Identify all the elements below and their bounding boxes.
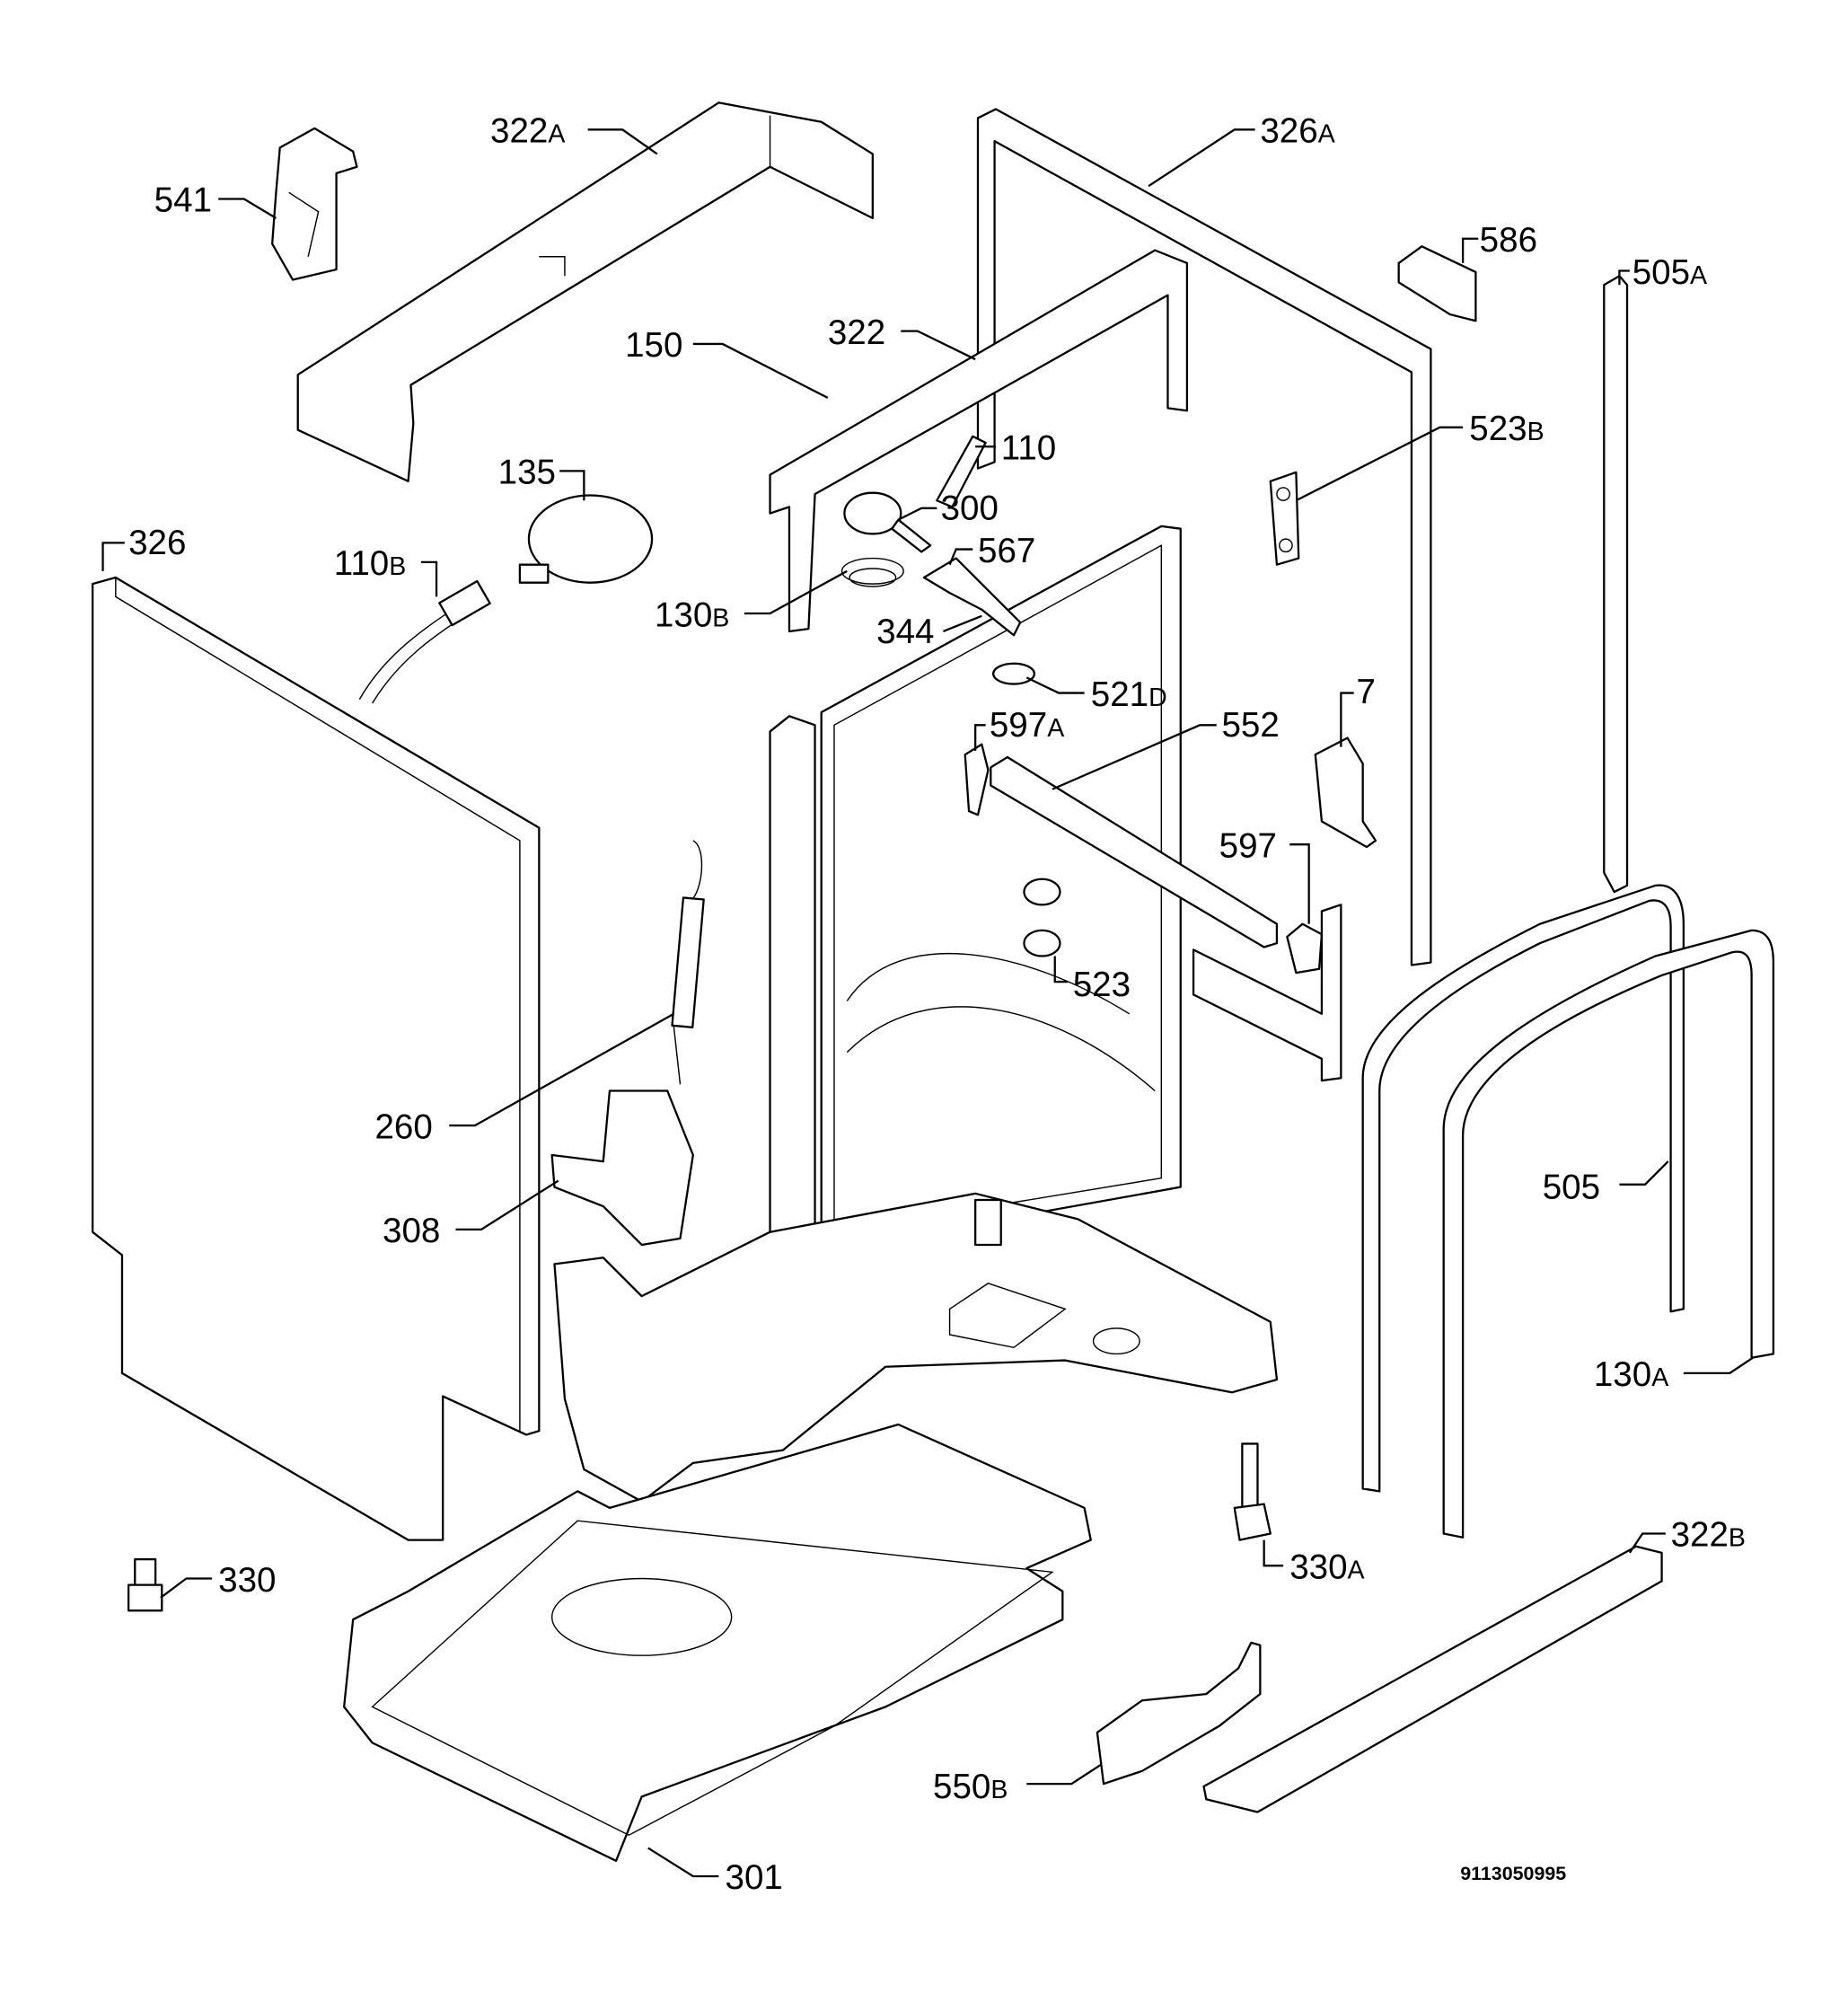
callout-521d: 521D: [1091, 675, 1167, 714]
callout-300: 300: [941, 489, 999, 528]
callout-326a: 326A: [1260, 112, 1334, 151]
seals-505-130a: [1361, 884, 1775, 1539]
callout-550b: 550B: [933, 1768, 1008, 1806]
callout-344: 344: [876, 613, 934, 651]
grommet-523: [1023, 878, 1061, 957]
ring-521d: [992, 662, 1036, 685]
bottom-tray-301: [343, 1423, 1092, 1862]
drawing-code: 9113050995: [1460, 1863, 1566, 1884]
callout-130a: 130A: [1594, 1355, 1668, 1394]
callout-322a: 322A: [490, 112, 565, 151]
callout-110b: 110B: [334, 544, 407, 583]
kick-rail-322b: [1202, 1545, 1663, 1813]
callout-150: 150: [625, 326, 682, 365]
hose-110: [936, 435, 987, 508]
callout-330: 330: [218, 1561, 276, 1600]
callout-322b: 322B: [1671, 1516, 1746, 1555]
side-panel-326a: [976, 108, 1432, 966]
callout-586: 586: [1480, 221, 1537, 260]
bracket-550b: [1096, 1641, 1262, 1786]
callout-130b: 130B: [655, 595, 729, 634]
seal-130b: [840, 557, 904, 587]
leader-lines: [101, 128, 1754, 1878]
callout-301: 301: [726, 1858, 783, 1897]
cap-135: [518, 494, 654, 584]
seal-505a: [1603, 275, 1629, 894]
clip-597a: [964, 743, 990, 816]
base-frame: [553, 1192, 1279, 1503]
callout-330a: 330A: [1289, 1548, 1364, 1586]
foot-330: [127, 1557, 163, 1612]
foot-330a: [1233, 1442, 1272, 1541]
door-seal-frame: [769, 715, 816, 1253]
clip-597: [1286, 922, 1324, 975]
top-rail-322a: [296, 101, 874, 482]
callout-552: 552: [1221, 706, 1279, 745]
valve-300: [843, 491, 932, 553]
clip-567-344: [922, 557, 1022, 637]
side-frame-right: [1192, 904, 1342, 1082]
callout-308: 308: [383, 1212, 440, 1250]
callout-523b: 523B: [1469, 410, 1544, 448]
callout-541: 541: [154, 181, 212, 220]
grommet-523b: [1269, 471, 1300, 566]
callout-523: 523: [1073, 966, 1131, 1004]
spring-260: [671, 840, 705, 1085]
callout-597a: 597A: [990, 706, 1064, 745]
hinge-308: [550, 1089, 694, 1247]
hose-110b: [358, 579, 491, 704]
rail-552: [990, 755, 1279, 948]
callout-567: 567: [978, 532, 1035, 570]
callout-326: 326: [128, 524, 186, 562]
side-panel-326: [91, 576, 541, 1541]
bracket-586: [1397, 245, 1477, 322]
callout-110: 110: [1001, 429, 1056, 468]
callout-135: 135: [498, 454, 556, 492]
callout-505: 505: [1543, 1169, 1600, 1207]
tub-130a-ring: [820, 525, 1182, 1253]
callout-322: 322: [828, 313, 885, 352]
clip-541: [271, 127, 358, 281]
frame-322: [769, 249, 1189, 633]
callout-505a: 505A: [1632, 253, 1707, 292]
callout-597: 597: [1219, 826, 1277, 865]
callout-labels: 322A 541 326A 586 505A 150 322 110 523B …: [128, 112, 1746, 1898]
latch-7: [1314, 736, 1377, 849]
callout-260: 260: [374, 1107, 432, 1146]
callout-7: 7: [1357, 673, 1376, 711]
